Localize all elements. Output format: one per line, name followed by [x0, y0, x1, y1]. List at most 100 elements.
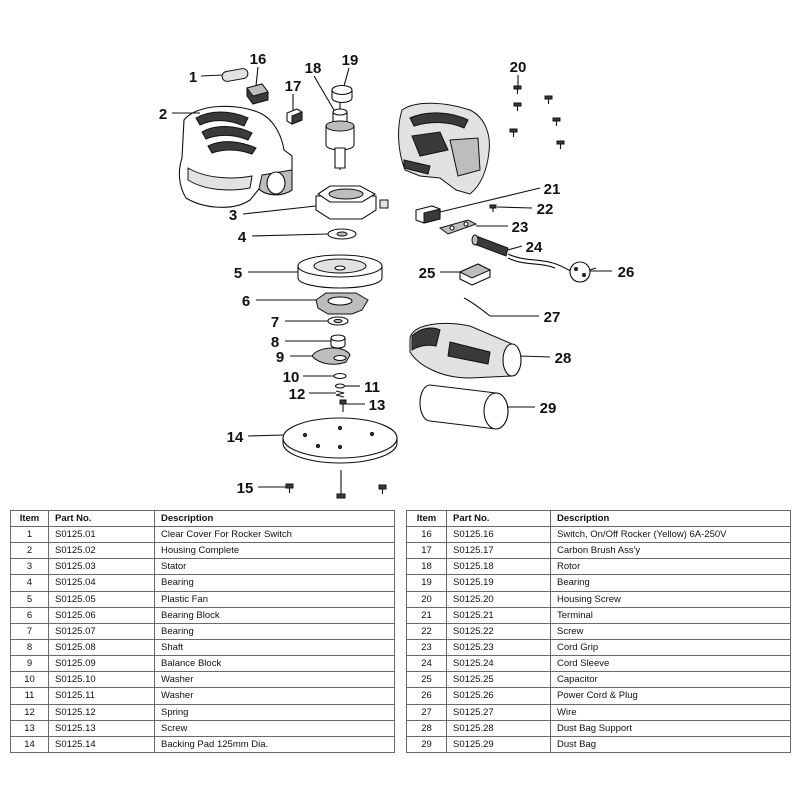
cell-description: Carbon Brush Ass'y — [550, 542, 791, 560]
cell-item: 2 — [10, 542, 49, 560]
cell-description: Switch, On/Off Rocker (Yellow) 6A-250V — [550, 525, 791, 544]
cell-item: 11 — [10, 687, 49, 705]
part-backing-pad — [282, 417, 398, 464]
leader-16 — [255, 66, 259, 87]
part-housing-left — [178, 105, 293, 208]
callout-leaders — [172, 66, 612, 488]
cell-item: 28 — [406, 719, 447, 737]
cell-description: Capacitor — [550, 671, 791, 689]
cell-item: 13 — [10, 719, 49, 737]
part-balance-block — [311, 347, 351, 365]
header-description: Description — [550, 510, 791, 527]
cell-item: 7 — [10, 622, 49, 640]
callout-29: 29 — [540, 400, 557, 417]
cell-description: Cord Sleeve — [550, 655, 791, 673]
cell-description: Power Cord & Plug — [550, 687, 791, 705]
callout-28: 28 — [555, 350, 572, 367]
callout-9: 9 — [276, 349, 284, 366]
cell-item: 1 — [10, 525, 49, 544]
part-housing-right — [398, 102, 490, 195]
cell-part-no: S0125.07 — [48, 622, 155, 640]
callout-7: 7 — [271, 314, 279, 331]
cell-item: 12 — [10, 703, 49, 721]
cell-item: 8 — [10, 638, 49, 657]
cell-part-no: S0125.20 — [446, 590, 551, 608]
cell-part-no: S0125.14 — [48, 735, 155, 754]
header-part-no: Part No. — [48, 510, 155, 527]
part-rotor — [325, 102, 355, 170]
callout-24: 24 — [526, 239, 543, 256]
cell-part-no: S0125.18 — [446, 558, 551, 576]
leader-19 — [343, 67, 350, 87]
leader-24 — [507, 245, 523, 251]
cell-part-no: S0125.25 — [446, 671, 551, 689]
cell-item: 3 — [10, 558, 49, 576]
part-bearing-top — [331, 84, 353, 104]
part-washer-11 — [334, 383, 346, 389]
cell-part-no: S0125.08 — [48, 638, 155, 657]
cell-item: 20 — [406, 590, 447, 608]
part-shaft — [330, 334, 346, 349]
table-header-row: Item Part No. Description — [10, 510, 395, 527]
cell-part-no: S0125.26 — [446, 687, 551, 705]
cell-item: 27 — [406, 703, 447, 721]
cell-part-no: S0125.12 — [48, 703, 155, 721]
cell-item: 22 — [406, 622, 447, 640]
callout-20: 20 — [510, 59, 527, 76]
part-dust-bag-support — [409, 323, 522, 379]
leader-22 — [496, 206, 533, 209]
callout-19: 19 — [342, 52, 359, 69]
cell-description: Balance Block — [154, 655, 395, 673]
cell-item: 16 — [406, 525, 447, 544]
part-bearing-block — [315, 292, 369, 315]
cell-description: Rotor — [550, 558, 791, 576]
cell-item: 10 — [10, 671, 49, 689]
cell-description: Plastic Fan — [154, 590, 395, 608]
cell-part-no: S0125.10 — [48, 671, 155, 689]
cell-part-no: S0125.13 — [48, 719, 155, 737]
cell-description: Spring — [154, 703, 395, 721]
table-header-row: Item Part No. Description — [406, 510, 791, 527]
callout-5: 5 — [234, 265, 242, 282]
cell-item: 21 — [406, 606, 447, 624]
callout-15: 15 — [237, 480, 254, 497]
part-screws-15 — [285, 470, 387, 499]
part-cord-grip — [438, 219, 478, 235]
cell-part-no: S0125.16 — [446, 525, 551, 544]
part-housing-screws — [509, 85, 565, 149]
cell-description: Terminal — [550, 606, 791, 624]
part-washer-10 — [333, 372, 347, 380]
part-spring — [335, 390, 345, 398]
cell-part-no: S0125.02 — [48, 542, 155, 560]
part-terminal — [415, 205, 441, 224]
header-description: Description — [154, 510, 395, 527]
cell-part-no: S0125.06 — [48, 606, 155, 624]
cell-item: 25 — [406, 671, 447, 689]
part-dust-bag — [419, 384, 509, 430]
cell-item: 24 — [406, 655, 447, 673]
cell-part-no: S0125.09 — [48, 655, 155, 673]
cell-part-no: S0125.23 — [446, 638, 551, 657]
cell-description: Screw — [154, 719, 395, 737]
cell-description: Housing Screw — [550, 590, 791, 608]
leader-4 — [251, 233, 329, 237]
part-capacitor — [458, 263, 492, 286]
